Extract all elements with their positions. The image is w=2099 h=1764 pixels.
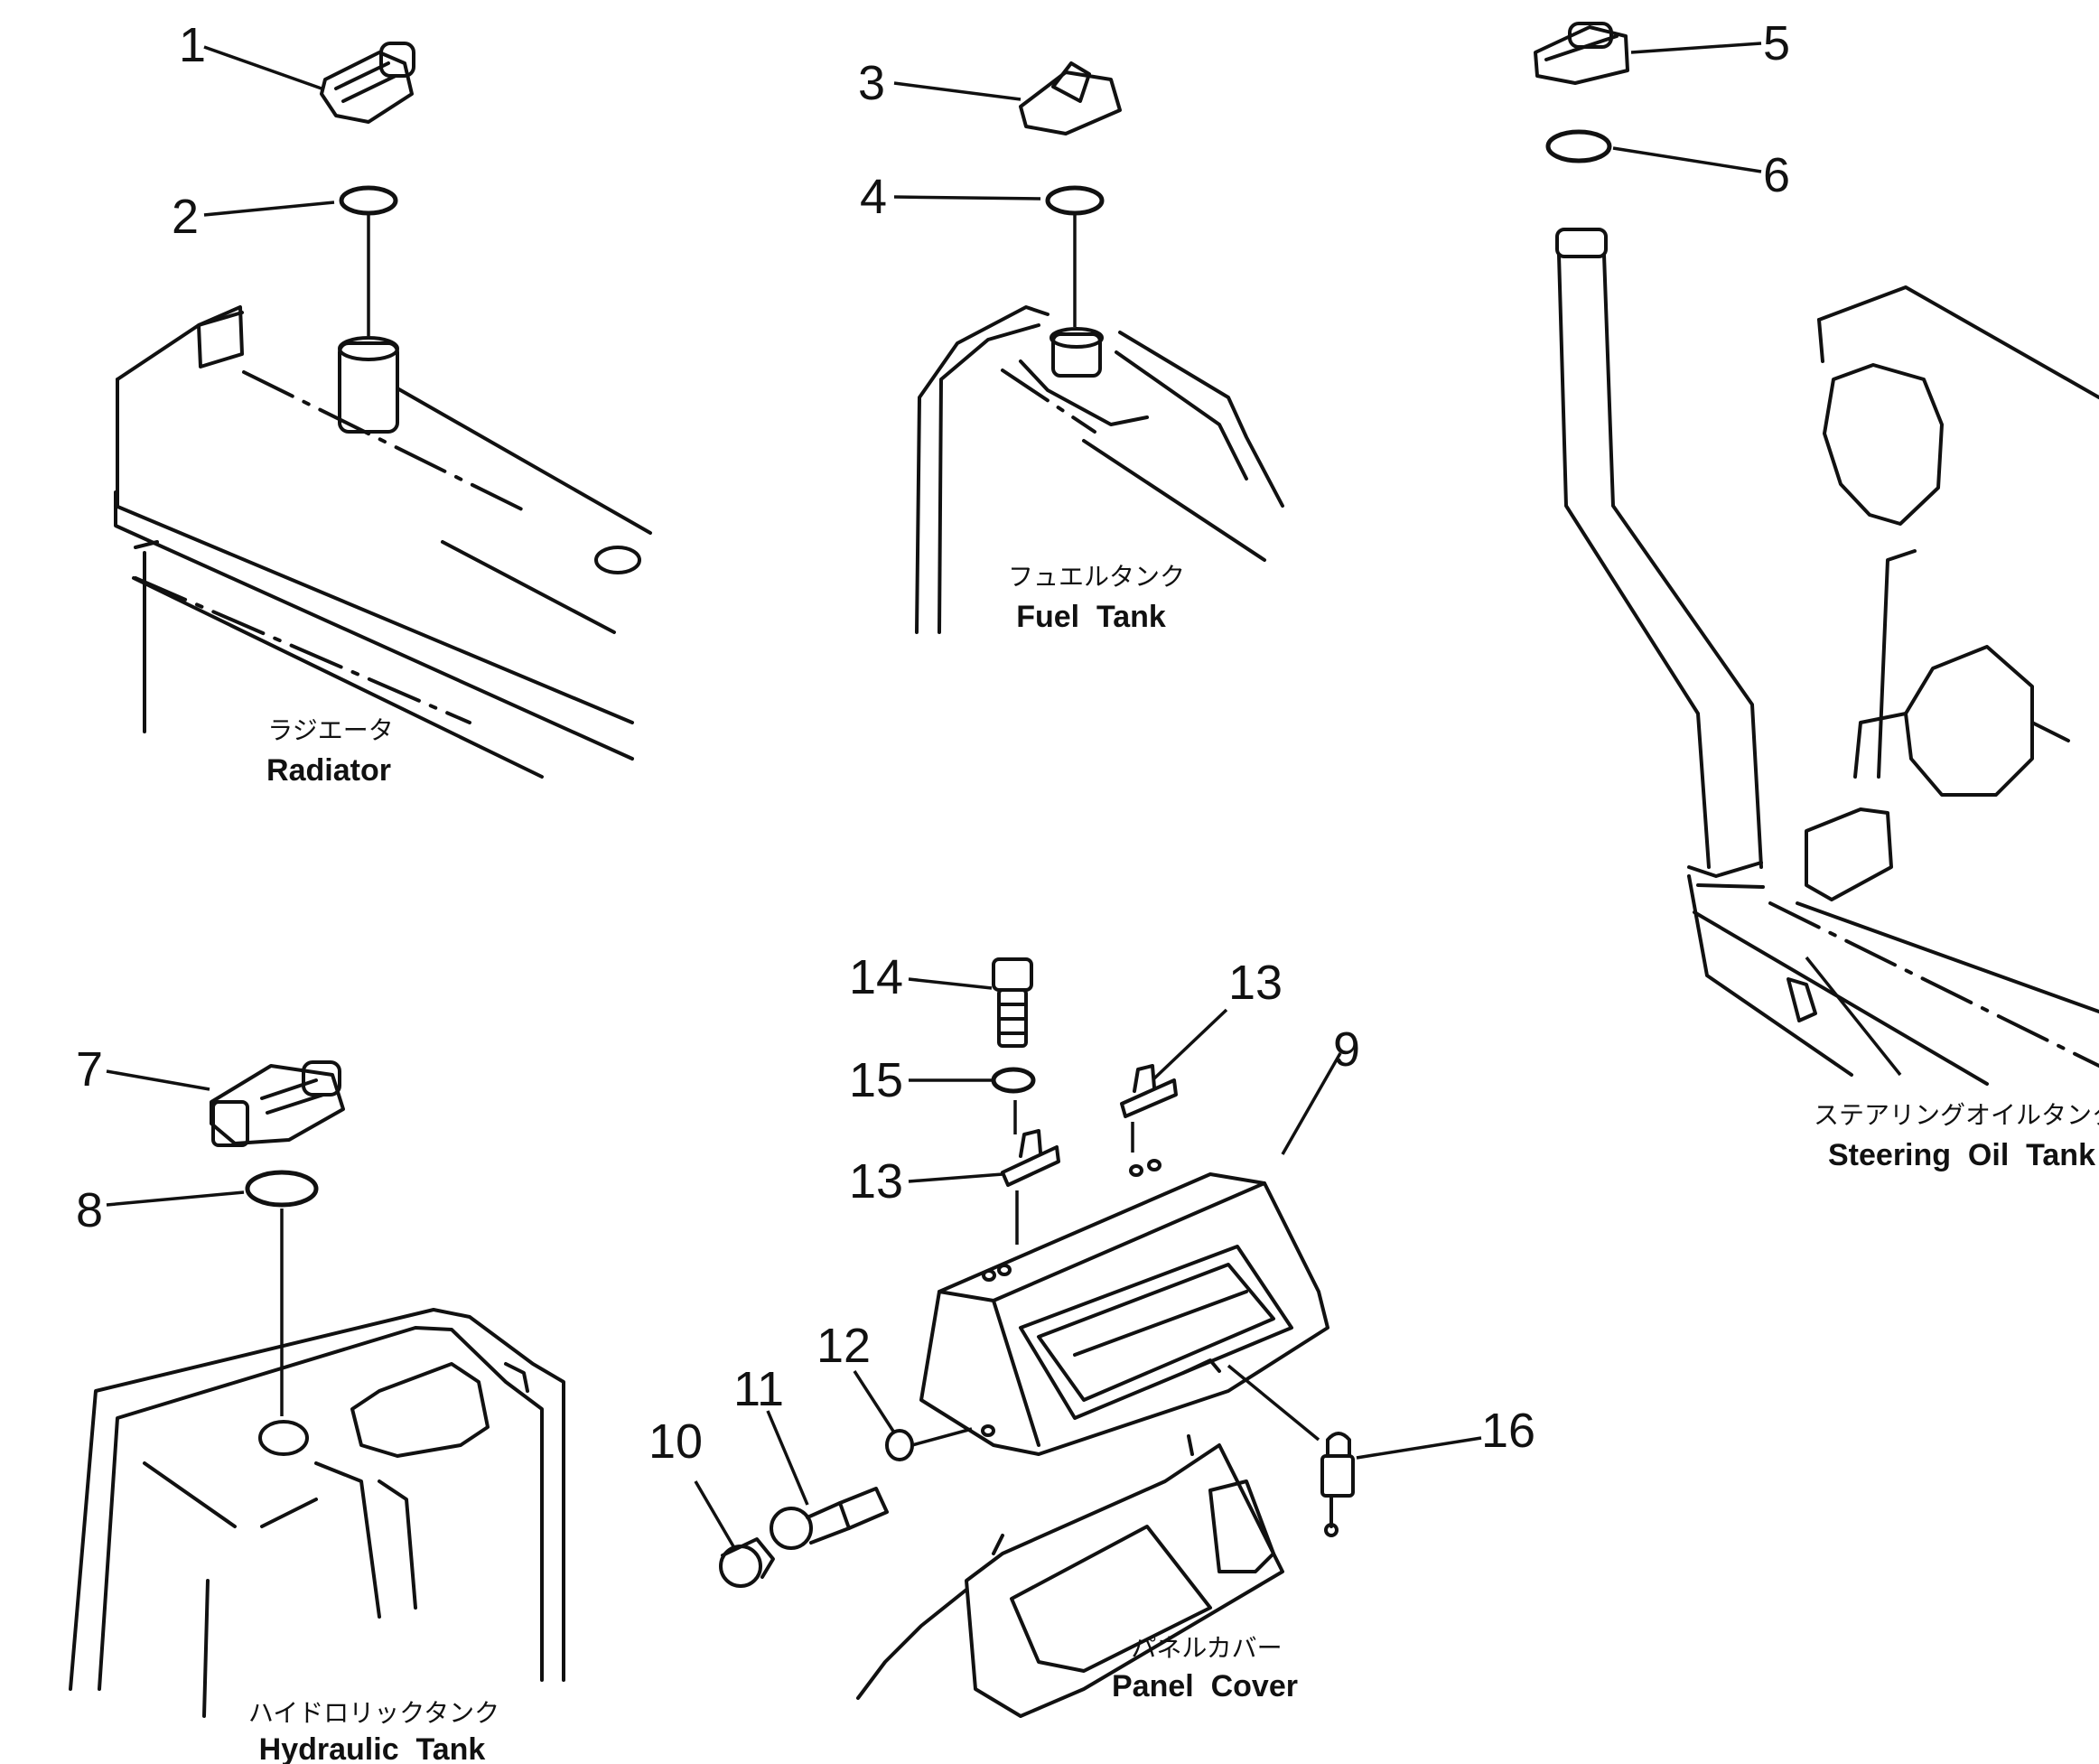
panel-cover-label-jp: パネルカバー	[1131, 1633, 1282, 1663]
steering-oil-tank-label-jp: ステアリングオイルタンク	[1814, 1100, 2099, 1130]
radiator-label-en: Radiator	[266, 753, 391, 788]
callout-4: 4	[860, 170, 887, 224]
radiator-label-jp: ラジエータ	[267, 715, 393, 745]
callout-5: 5	[1763, 16, 1790, 70]
clip-13-left	[1001, 1129, 1060, 1187]
fuel-cap-3	[1019, 61, 1122, 135]
radiator-body	[114, 305, 652, 779]
washer-12	[885, 1429, 914, 1461]
callout-15: 15	[849, 1053, 903, 1107]
callout-2: 2	[172, 190, 199, 244]
callout-8: 8	[76, 1183, 103, 1237]
hydraulic-cap-7	[210, 1060, 345, 1147]
bolt-11	[770, 1487, 889, 1550]
radiator-cap-1	[320, 42, 415, 124]
plug-10	[719, 1537, 775, 1588]
callout-10: 10	[648, 1414, 703, 1469]
fuel-gasket-4	[1045, 185, 1105, 216]
callout-6: 6	[1763, 148, 1790, 202]
steering-oil-tank-label-en: Steering Oil Tank	[1828, 1138, 2095, 1172]
hydraulic-tank-label-jp: ハイドロリックタンク	[248, 1698, 499, 1728]
fuel-tank-body	[915, 305, 1284, 634]
callout-14: 14	[849, 950, 903, 1004]
callout-12: 12	[816, 1319, 871, 1373]
hydraulic-gasket-8	[245, 1170, 319, 1208]
washer-15	[991, 1067, 1036, 1094]
hydraulic-tank-label-en: Hydraulic Tank	[259, 1732, 486, 1764]
callout-1: 1	[179, 18, 206, 72]
steering-gasket-6	[1545, 129, 1612, 163]
panel-cover-label-en: Panel Cover	[1112, 1669, 1298, 1703]
callout-7: 7	[76, 1042, 103, 1097]
panel-cover-bracket	[856, 1434, 1284, 1718]
bolt-14	[992, 957, 1033, 1048]
callout-9: 9	[1333, 1022, 1360, 1077]
hydraulic-tank-body	[69, 1308, 565, 1718]
callout-13-right: 13	[1228, 956, 1283, 1010]
radiator-gasket-2	[339, 185, 398, 216]
callout-13-left: 13	[849, 1154, 903, 1209]
steering-oil-tank-body	[1555, 228, 2099, 1086]
callout-16: 16	[1481, 1404, 1535, 1458]
callout-3: 3	[858, 56, 885, 110]
padlock-16	[1320, 1432, 1355, 1537]
callout-11: 11	[733, 1362, 784, 1416]
fuel-tank-label-jp: フュエルタンク	[1008, 562, 1185, 592]
panel-cover-9	[919, 1159, 1329, 1456]
clip-13-right	[1120, 1064, 1178, 1118]
steering-cap-5	[1534, 22, 1629, 85]
fuel-tank-label-en: Fuel Tank	[1016, 600, 1166, 634]
